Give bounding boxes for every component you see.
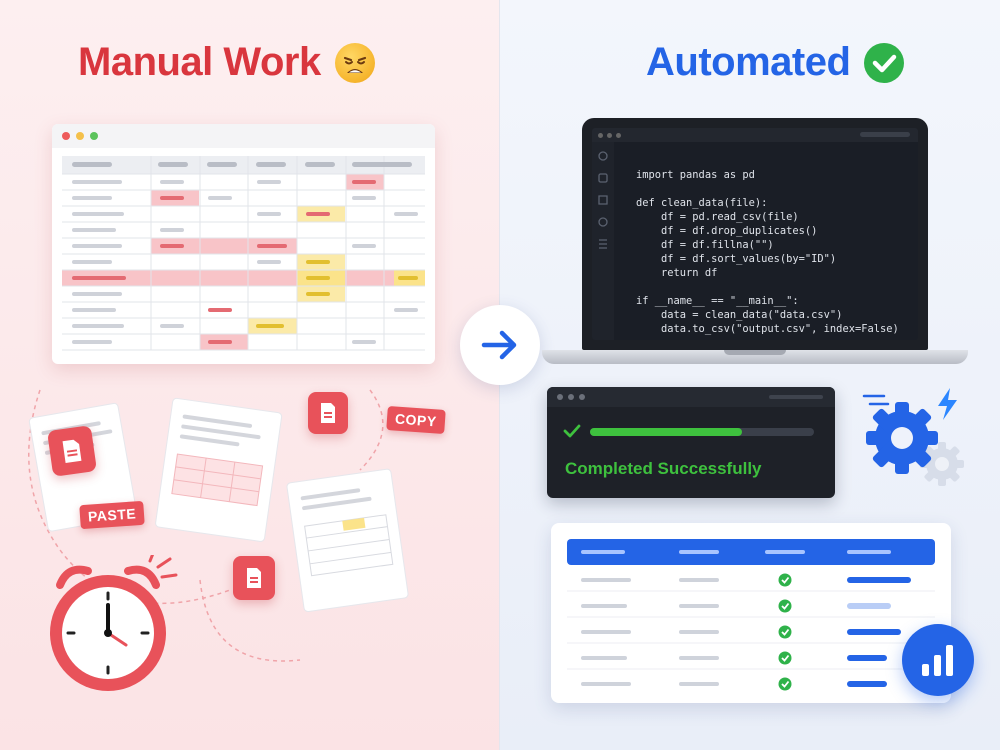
status-window: Completed Successfully: [547, 387, 835, 498]
code-line: df = df.sort_values(by="ID"): [636, 253, 837, 265]
close-dot-icon: [62, 132, 70, 140]
minimize-dot-icon: [76, 132, 84, 140]
gear-icon: [862, 386, 972, 496]
code-line: df = df.fillna(""): [636, 239, 774, 251]
editor-title-bar: [592, 128, 918, 142]
document-icon: [308, 392, 348, 434]
progress-bar: [590, 428, 814, 436]
alarm-clock-icon: [38, 549, 178, 695]
paste-tag: PASTE: [79, 500, 145, 530]
maximize-dot-icon: [90, 132, 98, 140]
code-line: df = pd.read_csv(file): [636, 211, 799, 223]
code-line: return df: [636, 267, 718, 279]
lightning-icon: [932, 386, 962, 427]
status-title-bar: [547, 387, 835, 407]
automated-heading: Automated: [646, 40, 905, 85]
manual-spreadsheet-window: [52, 124, 435, 364]
progress-bar-fill: [590, 428, 743, 436]
document-icon: [47, 425, 97, 477]
code-line: import pandas as pd: [636, 169, 755, 181]
manual-work-heading: Manual Work: [78, 40, 375, 85]
editor-activity-bar: [592, 142, 614, 340]
code-line: def clean_data(file):: [636, 197, 768, 209]
completed-status-text: Completed Successfully: [565, 459, 762, 478]
window-title-bar: [52, 124, 435, 148]
arrow-right-icon: [481, 330, 517, 360]
manual-work-panel: Manual Work: [0, 0, 500, 750]
table-rows: [567, 573, 935, 691]
laptop-notch: [724, 350, 786, 355]
tired-face-icon: [334, 42, 375, 83]
laptop-base: [542, 350, 968, 364]
document-icon: [233, 556, 275, 600]
scattered-documents-illustration: [28, 389, 409, 662]
check-icon: [563, 424, 581, 438]
table-header: [567, 539, 935, 565]
clean-table-card: [551, 523, 951, 703]
messy-spreadsheet-grid: [62, 156, 425, 351]
copy-tag: COPY: [386, 406, 446, 434]
code-line: df = df.drop_duplicates(): [636, 225, 818, 237]
code-line: data.to_csv("output.csv", index=False): [636, 323, 899, 335]
check-mark-icon: [864, 42, 905, 83]
code-editor-screen: import pandas as pd def clean_data(file)…: [592, 128, 918, 340]
laptop: import pandas as pd def clean_data(file)…: [582, 118, 928, 350]
transition-arrow: [460, 305, 540, 385]
code-line: data = clean_data("data.csv"): [636, 309, 843, 321]
bar-chart-icon: [902, 624, 974, 696]
python-code: import pandas as pd def clean_data(file)…: [636, 154, 899, 336]
automated-title: Automated: [646, 40, 851, 84]
manual-work-title: Manual Work: [78, 40, 321, 84]
code-line: if __name__ == "__main__":: [636, 295, 799, 307]
